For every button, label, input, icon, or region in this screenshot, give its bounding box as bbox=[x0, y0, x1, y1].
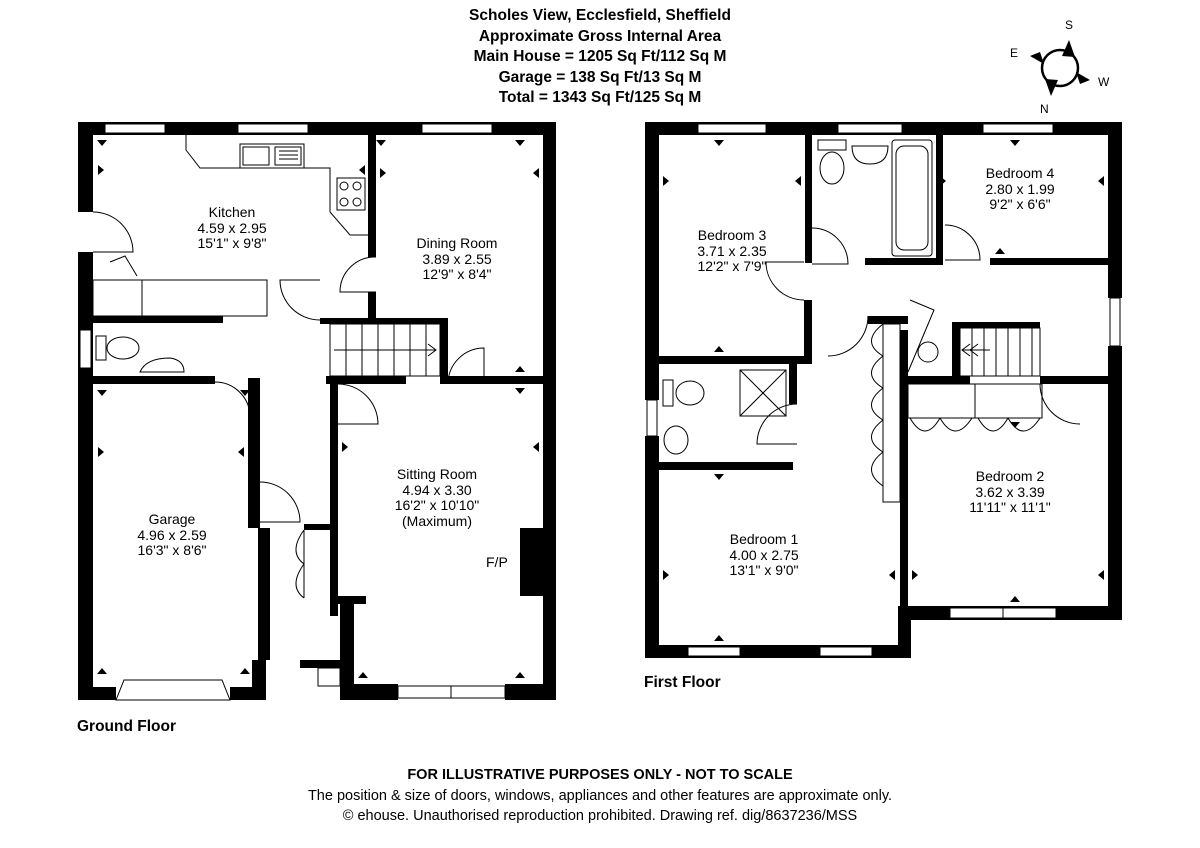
room-name: Kitchen bbox=[208, 204, 256, 220]
room-metric: 4.59 x 2.95 bbox=[197, 219, 267, 236]
room-dining: Dining Room 3.89 x 2.55 12'9" x 8'4" bbox=[397, 235, 517, 283]
room-imperial: 16'2" x 10'10" bbox=[394, 497, 480, 513]
room-metric: 3.62 x 3.39 bbox=[975, 483, 1045, 500]
room-note: (Maximum) bbox=[402, 512, 472, 529]
room-name: Bedroom 1 bbox=[729, 531, 799, 547]
first-floor-windows bbox=[646, 123, 1121, 657]
address-title: Scholes View, Ecclesfield, Sheffield bbox=[469, 7, 731, 24]
ground-floor-windows bbox=[79, 123, 506, 699]
room-imperial: 15'1" x 9'8" bbox=[197, 235, 267, 251]
room-name: Sitting Room bbox=[396, 466, 478, 482]
compass-east: E bbox=[1010, 46, 1019, 60]
room-imperial: 9'2" x 6'6" bbox=[989, 196, 1051, 212]
room-kitchen: Kitchen 4.59 x 2.95 15'1" x 9'8" bbox=[172, 204, 292, 252]
compass-south: S bbox=[1065, 18, 1074, 32]
room-sitting: Sitting Room 4.94 x 3.30 16'2" x 10'10" … bbox=[377, 466, 497, 529]
room-bedroom-1: Bedroom 1 4.00 x 2.75 13'1" x 9'0" bbox=[704, 531, 824, 579]
room-metric: 4.94 x 3.30 bbox=[402, 481, 472, 498]
room-name: Bedroom 2 bbox=[975, 468, 1045, 484]
room-bedroom-4: Bedroom 4 2.80 x 1.99 9'2" x 6'6" bbox=[960, 165, 1080, 213]
room-bedroom-2: Bedroom 2 3.62 x 3.39 11'11" x 11'1" bbox=[950, 468, 1070, 516]
disclaimer: FOR ILLUSTRATIVE PURPOSES ONLY - NOT TO … bbox=[407, 767, 793, 783]
copyright: © ehouse. Unauthorised reproduction proh… bbox=[342, 808, 858, 824]
room-name: Dining Room bbox=[416, 235, 498, 251]
compass-icon bbox=[1030, 40, 1090, 96]
room-metric: 2.80 x 1.99 bbox=[985, 180, 1055, 197]
fireplace-label: F/P bbox=[486, 554, 508, 570]
room-name: Bedroom 3 bbox=[697, 227, 767, 243]
approximation-note: The position & size of doors, windows, a… bbox=[307, 787, 893, 804]
main-house-area: Main House = 1205 Sq Ft/112 Sq M bbox=[473, 48, 727, 65]
dimension-markers bbox=[97, 140, 1104, 678]
first-floor-label: First Floor bbox=[644, 674, 721, 691]
room-metric: 3.71 x 2.35 bbox=[697, 242, 767, 259]
room-garage: Garage 4.96 x 2.59 16'3" x 8'6" bbox=[112, 511, 232, 559]
room-metric: 4.00 x 2.75 bbox=[729, 546, 799, 563]
compass-west: W bbox=[1098, 75, 1110, 89]
room-imperial: 12'9" x 8'4" bbox=[422, 266, 492, 282]
total-area: Total = 1343 Sq Ft/125 Sq M bbox=[498, 89, 702, 106]
room-metric: 4.96 x 2.59 bbox=[137, 526, 207, 543]
area-title: Approximate Gross Internal Area bbox=[478, 27, 722, 45]
garage-area: Garage = 138 Sq Ft/13 Sq M bbox=[498, 68, 702, 86]
compass-north: N bbox=[1040, 102, 1049, 116]
ground-floor-fixtures bbox=[92, 135, 485, 701]
plan-footer: FOR ILLUSTRATIVE PURPOSES ONLY - NOT TO … bbox=[0, 765, 1200, 827]
room-name: Bedroom 4 bbox=[985, 165, 1055, 181]
ground-floor-plan bbox=[78, 122, 556, 700]
room-imperial: 11'11" x 11'1" bbox=[969, 499, 1051, 515]
first-floor-fixtures bbox=[662, 139, 1081, 503]
room-imperial: 13'1" x 9'0" bbox=[729, 562, 799, 578]
plan-header: Scholes View, Ecclesfield, Sheffield App… bbox=[0, 6, 1200, 109]
room-metric: 3.89 x 2.55 bbox=[422, 250, 492, 267]
room-name: Garage bbox=[148, 511, 196, 527]
room-bedroom-3: Bedroom 3 3.71 x 2.35 12'2" x 7'9" bbox=[672, 227, 792, 275]
ground-floor-label: Ground Floor bbox=[77, 718, 177, 735]
room-imperial: 16'3" x 8'6" bbox=[137, 542, 207, 558]
room-imperial: 12'2" x 7'9" bbox=[697, 258, 767, 274]
